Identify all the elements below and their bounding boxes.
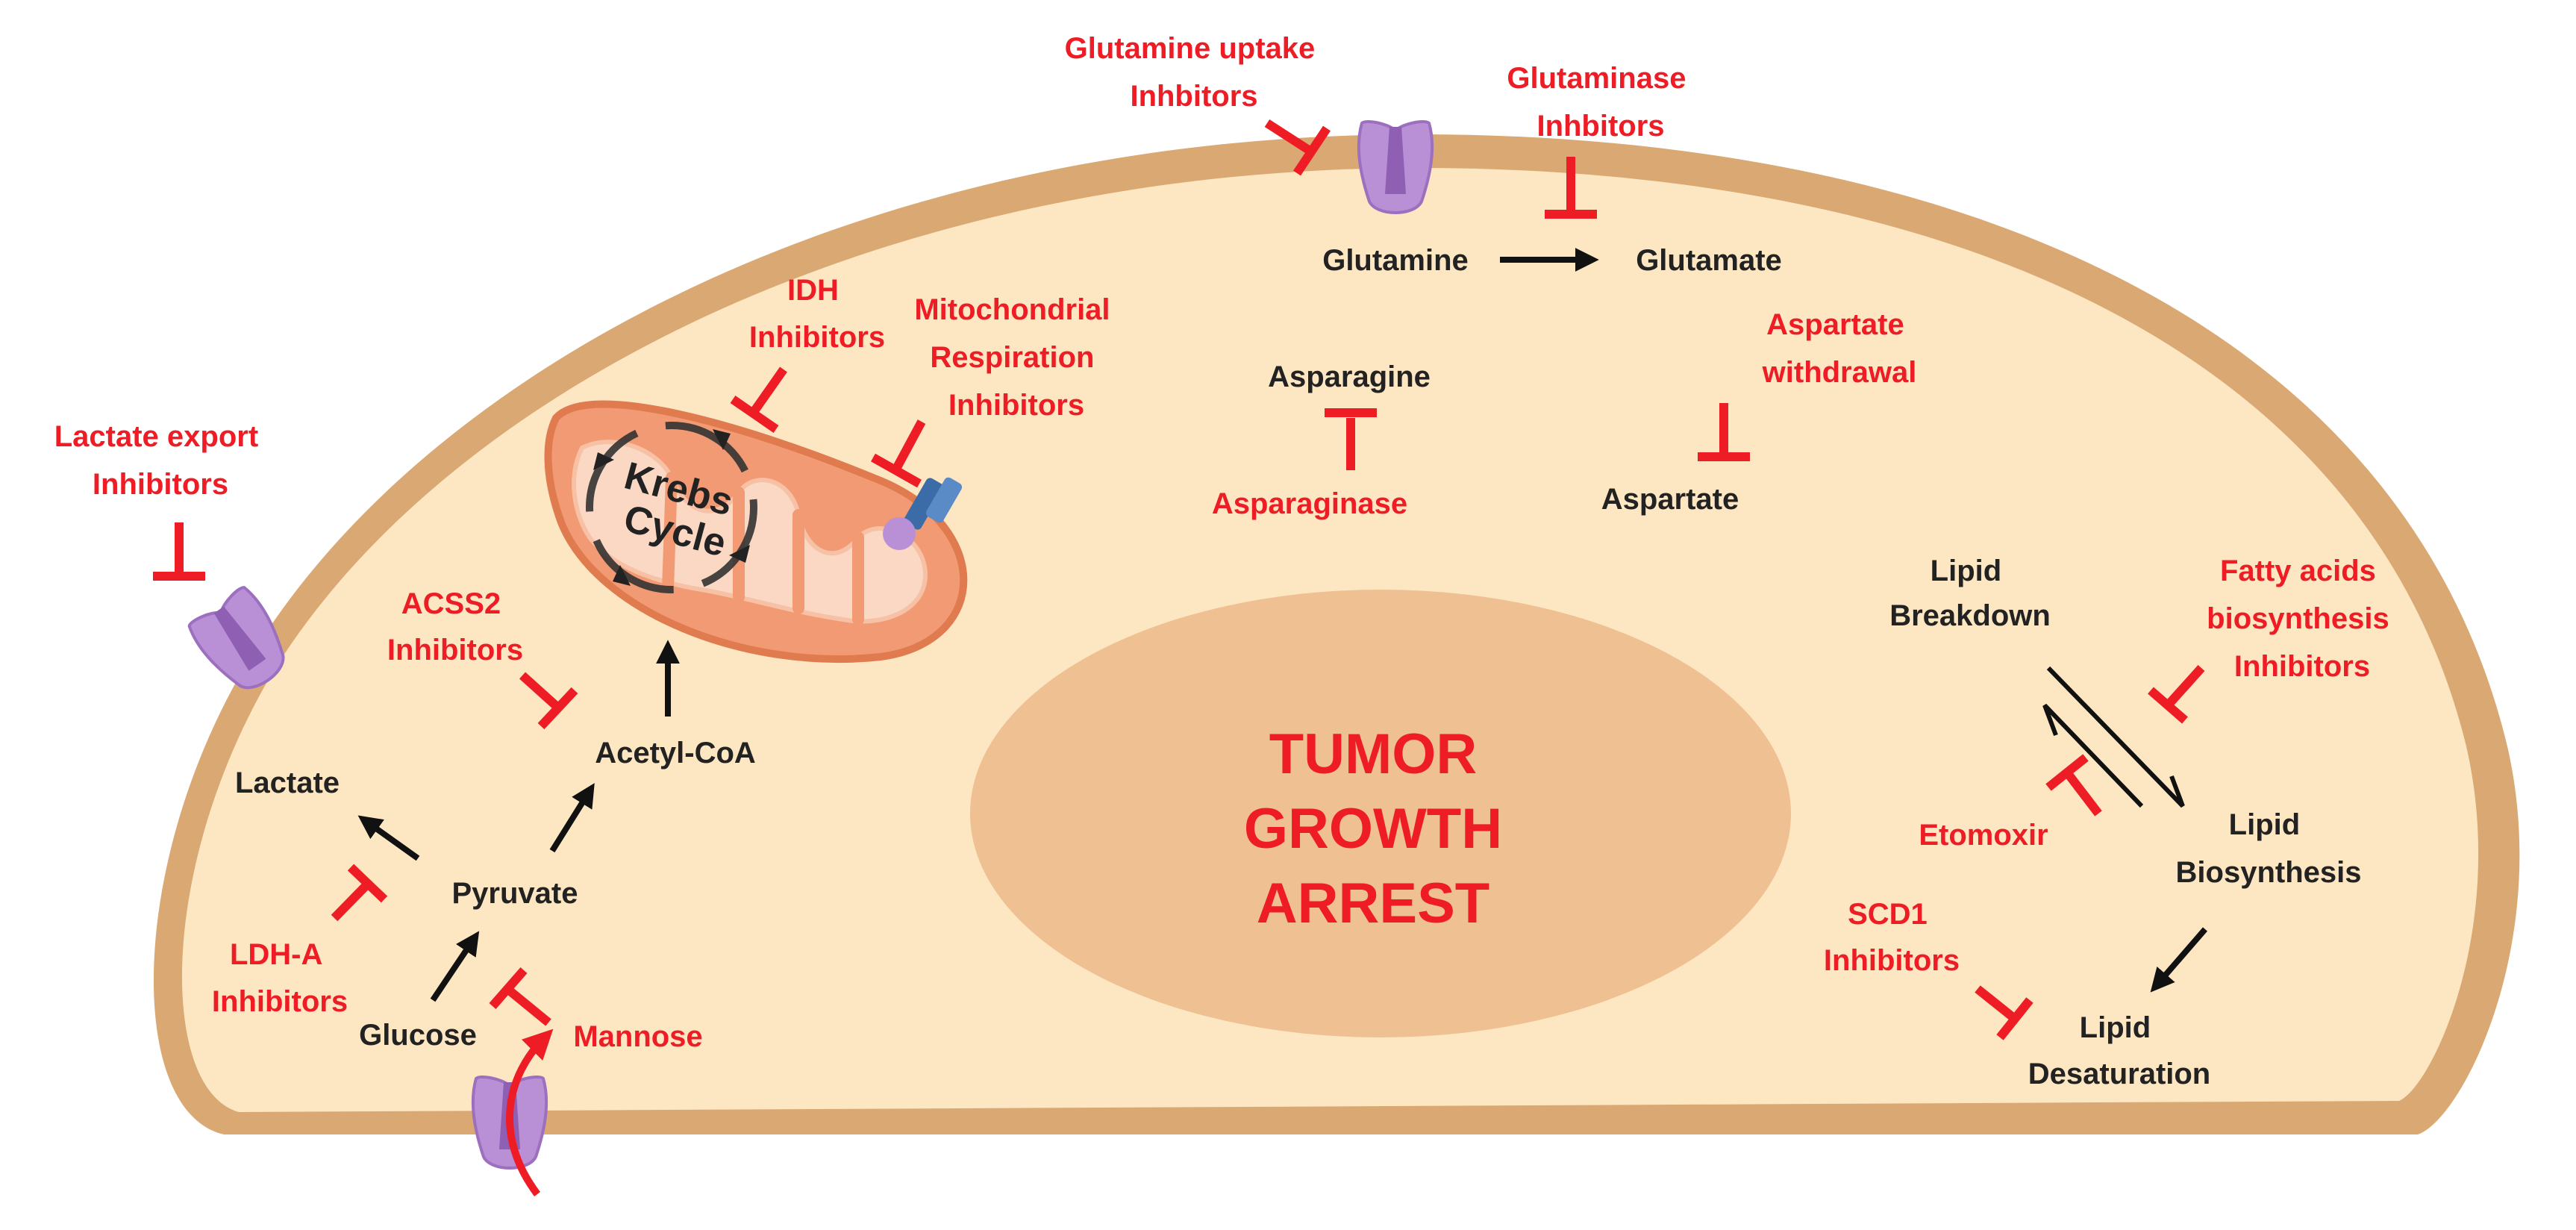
ldha-inhibitors-label: LDH-A Inhibitors xyxy=(212,938,348,1018)
nucleus-label-line3: ARREST xyxy=(1257,872,1489,935)
pathway-arrows xyxy=(357,248,2208,1002)
glutaminase-inhibition xyxy=(1545,157,1597,219)
acss2-inhibition xyxy=(519,672,578,730)
scd1-inhibition xyxy=(1975,985,2033,1040)
lactate-export-inhibitors-label: Lactate export Inhibitors xyxy=(54,420,267,501)
acetyl-coa-label: Acetyl-CoA xyxy=(595,737,756,769)
glucose-import-arrow xyxy=(506,1028,554,1196)
pyruvate-to-acetylcoa-arrow xyxy=(549,783,595,853)
glutamate-label: Glutamate xyxy=(1636,244,1782,277)
lactate-export-inhibition xyxy=(153,522,205,581)
lactate-label: Lactate xyxy=(235,767,340,799)
respiratory-complex-icon xyxy=(883,477,963,550)
mito-respiration-inhibition xyxy=(871,419,926,488)
lipid-desaturation-label: Lipid Desaturation xyxy=(2028,1011,2211,1090)
pyruvate-label: Pyruvate xyxy=(452,877,578,910)
nucleus-label-line2: GROWTH xyxy=(1244,797,1502,861)
glutaminase-inhibitors-label: Glutaminase Inhbitors xyxy=(1507,62,1694,143)
mannose-label: Mannose xyxy=(573,1020,702,1053)
asparaginase-inhibition xyxy=(1325,408,1377,470)
glucose-label: Glucose xyxy=(359,1019,477,1052)
lipid-equilibrium-forward xyxy=(2046,666,2185,808)
circular-arrows-icon xyxy=(586,422,757,593)
ldha-inhibition xyxy=(331,864,388,922)
asparaginase-label: Asparaginase xyxy=(1212,487,1407,520)
inhibitor-bars xyxy=(153,119,2205,1040)
lipid-equilibrium-reverse xyxy=(2042,703,2144,808)
idh-inhibitors-label: IDH Inhibitors xyxy=(749,274,885,354)
lipid-biosynthesis-to-desaturation-arrow xyxy=(2150,927,2208,993)
membrane-transporter-icon xyxy=(187,586,285,690)
idh-inhibition xyxy=(730,366,787,433)
pyruvate-to-lactate-arrow xyxy=(357,815,420,861)
membrane-transporter-icon xyxy=(1357,120,1434,214)
etomoxir-label: Etomoxir xyxy=(1919,819,2048,852)
lipid-breakdown-label: Lipid Breakdown xyxy=(1889,555,2051,632)
nucleus xyxy=(970,590,1791,1037)
fatty-acids-inhibition xyxy=(2148,664,2205,724)
mitochondrion: Krebs Cycle xyxy=(544,400,968,663)
glutamine-uptake-inhibitors-label: Glutamine uptake Inhbitors xyxy=(1065,32,1324,113)
glutamine-label: Glutamine xyxy=(1322,244,1469,277)
nucleus-label-line1: TUMOR xyxy=(1269,722,1478,786)
glutamine-uptake-inhibition xyxy=(1264,119,1331,176)
fatty-acids-inhibitors-label: Fatty acids biosynthesis Inhibitors xyxy=(2207,555,2398,683)
asparagine-label: Asparagine xyxy=(1268,360,1431,393)
glucose-to-pyruvate-arrow xyxy=(430,931,480,1002)
aspartate-withdrawal-inhibition xyxy=(1698,403,1750,461)
acss2-inhibitors-label: ACSS2 Inhibitors xyxy=(387,587,523,666)
aspartate-label: Aspartate xyxy=(1601,483,1739,516)
mannose-inhibition xyxy=(489,967,551,1026)
etomoxir-inhibition xyxy=(2045,754,2102,817)
aspartate-withdrawal-label: Aspartate withdrawal xyxy=(1762,308,1917,389)
mito-respiration-inhibitors-label: Mitochondrial Respiration Inhibitors xyxy=(914,293,1118,422)
scd1-inhibitors-label: SCD1 Inhibitors xyxy=(1824,898,1960,977)
lipid-biosynthesis-label: Lipid Biosynthesis xyxy=(2176,808,2362,889)
